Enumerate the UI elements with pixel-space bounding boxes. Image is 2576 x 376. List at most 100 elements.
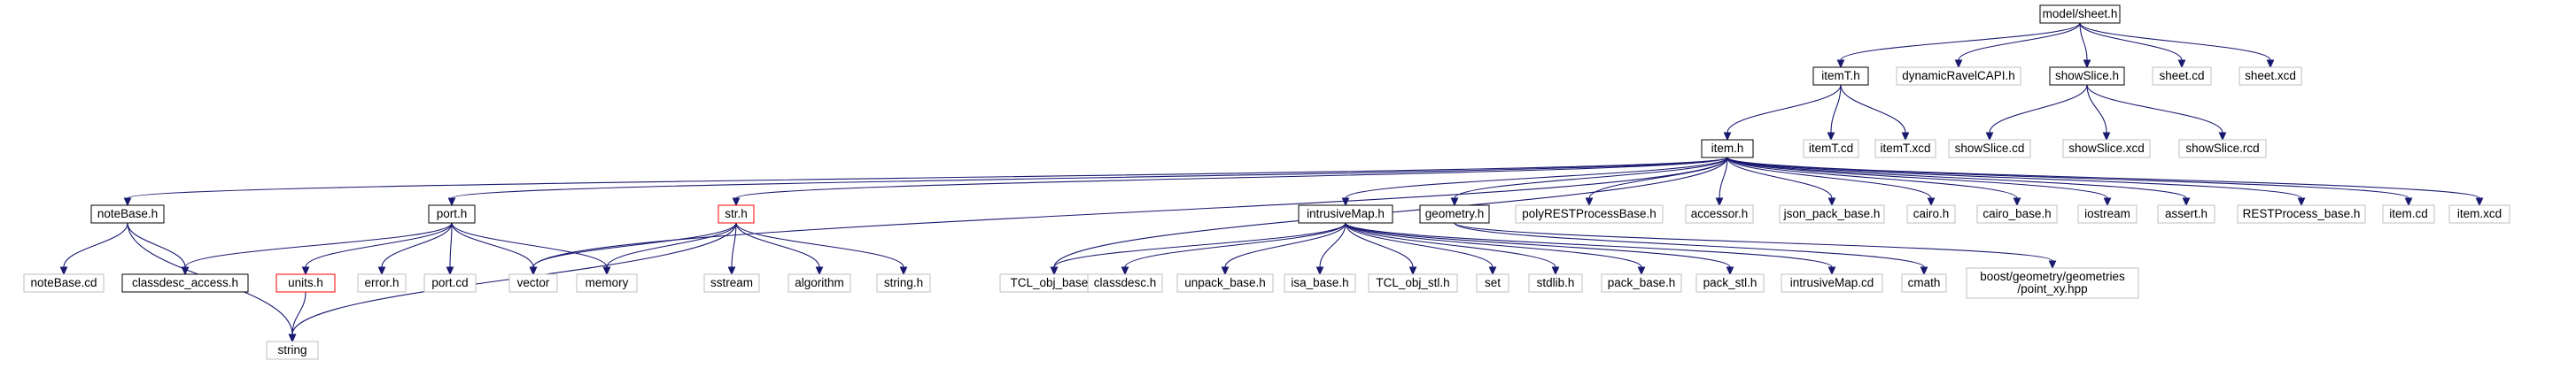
node-assert-h[interactable]: assert.h: [2157, 204, 2215, 224]
node-sheet-cd[interactable]: sheet.cd: [2152, 66, 2212, 86]
edge-arrowhead: [2297, 197, 2306, 207]
edge-arrowhead: [2103, 197, 2112, 207]
node-box: [1901, 273, 1947, 293]
node-item-xcd[interactable]: item.xcd: [2448, 204, 2510, 224]
node-noteBase-cd[interactable]: noteBase.cd: [23, 273, 105, 293]
edge-arrowhead: [2177, 59, 2186, 69]
node-intrusiveMap-h[interactable]: intrusiveMap.h: [1298, 204, 1393, 224]
node-classdesc-h[interactable]: classdesc.h: [1087, 273, 1163, 293]
node-accessor-h[interactable]: accessor.h: [1685, 204, 1754, 224]
node-boost-point-xy-hpp[interactable]: boost/geometry/geometries/point_xy.hpp: [1966, 267, 2139, 299]
node-error-h[interactable]: error.h: [357, 273, 407, 293]
edge-intrusiveMap_h-to-classdesc_h: [1121, 222, 1346, 276]
edge-showSlice_h-to-showSlice_rcd: [2086, 84, 2227, 142]
edge-arrowhead: [2266, 59, 2275, 69]
node-json-pack-base-h[interactable]: json_pack_base.h: [1779, 204, 1885, 224]
node-vector[interactable]: vector: [508, 273, 558, 293]
edge-line: [532, 222, 737, 268]
node-pack-stl-h[interactable]: pack_stl.h: [1695, 273, 1765, 293]
edge-arrowhead: [181, 266, 190, 276]
node-box: [423, 273, 477, 293]
node-label: showSlice.xcd: [2068, 142, 2145, 155]
edge-line: [1726, 84, 1842, 134]
node-intrusiveMap-cd[interactable]: intrusiveMap.cd: [1781, 273, 1883, 293]
edge-line: [1958, 22, 2081, 61]
node-cmath[interactable]: cmath: [1901, 273, 1947, 293]
node-model-sheet-h[interactable]: model/sheet.h: [2039, 4, 2121, 24]
edge-arrowhead: [529, 266, 538, 276]
node-port-cd[interactable]: port.cd: [423, 273, 477, 293]
node-port-h[interactable]: port.h: [428, 204, 476, 224]
node-iostream[interactable]: iostream: [2077, 204, 2138, 224]
edge-line: [1726, 157, 2108, 199]
node-item-cd[interactable]: item.cd: [2382, 204, 2435, 224]
node-classdesc-access-h[interactable]: classdesc_access.h: [121, 273, 249, 293]
edge-line: [1454, 222, 1925, 268]
node-itemT-h[interactable]: itemT.h: [1812, 66, 1869, 86]
node-unpack-base-h[interactable]: unpack_base.h: [1176, 273, 1274, 293]
node-sstream[interactable]: sstream: [703, 273, 760, 293]
node-str-h[interactable]: str.h: [718, 204, 755, 224]
node-TCL-obj-base-h[interactable]: TCL_obj_base.h: [999, 273, 1109, 293]
node-pack-base-h[interactable]: pack_base.h: [1601, 273, 1682, 293]
node-label: RESTProcess_base.h: [2243, 207, 2361, 220]
node-memory[interactable]: memory: [576, 273, 638, 293]
node-label: cairo.h: [1913, 207, 1950, 220]
node-showSlice-xcd[interactable]: showSlice.xcd: [2062, 139, 2151, 158]
node-label: showSlice.h: [2055, 69, 2119, 82]
edge-port_h-to-memory: [451, 222, 611, 276]
node-TCL-obj-stl-h[interactable]: TCL_obj_stl.h: [1368, 273, 1458, 293]
node-showSlice-h[interactable]: showSlice.h: [2049, 66, 2125, 86]
edge-port_h-to-port_cd: [446, 222, 454, 276]
node-isa-base-h[interactable]: isa_base.h: [1284, 273, 1356, 293]
edge-line: [1345, 222, 1731, 268]
node-noteBase-h[interactable]: noteBase.h: [90, 204, 165, 224]
node-itemT-xcd[interactable]: itemT.xcd: [1874, 139, 1936, 158]
node-label: sheet.xcd: [2245, 69, 2296, 82]
edge-line: [1345, 222, 1833, 268]
edge-item_h-to-noteBase_h: [123, 157, 1728, 207]
node-label: model/sheet.h: [2043, 7, 2118, 20]
node-sheet-xcd[interactable]: sheet.xcd: [2238, 66, 2302, 86]
node-cairo-h[interactable]: cairo.h: [1906, 204, 1956, 224]
node-cairo-base-h[interactable]: cairo_base.h: [1976, 204, 2058, 224]
edge-model_sheet_h-to-itemT_h: [1836, 22, 2081, 69]
edge-line: [451, 222, 534, 268]
node-string-h[interactable]: string.h: [876, 273, 931, 293]
node-item-h[interactable]: item.h: [1701, 139, 1754, 158]
node-algorithm[interactable]: algorithm: [788, 273, 851, 293]
node-showSlice-rcd[interactable]: showSlice.rcd: [2178, 139, 2267, 158]
edge-intrusiveMap_h-to-stdlib_h: [1345, 222, 1560, 276]
node-geometry-h[interactable]: geometry.h: [1419, 204, 1490, 224]
edge-line: [1124, 222, 1346, 268]
edge-arrowhead: [1408, 266, 1417, 276]
node-dynamicRavelCAPI-h[interactable]: dynamicRavelCAPI.h: [1896, 66, 2021, 86]
edge-line: [2079, 22, 2183, 61]
node-showSlice-cd[interactable]: showSlice.cd: [1948, 139, 2031, 158]
edge-port_h-to-error_h: [377, 222, 453, 276]
node-polyRESTProcessBase-h[interactable]: polyRESTProcessBase.h: [1515, 204, 1664, 224]
edge-showSlice_h-to-showSlice_cd: [1985, 84, 2088, 142]
edge-arrowhead: [732, 197, 741, 207]
edge-arrowhead: [2218, 132, 2227, 142]
node-box: [2157, 204, 2215, 224]
edge-intrusiveMap_h-to-intrusiveMap_cd: [1345, 222, 1836, 276]
node-set[interactable]: set: [1476, 273, 1509, 293]
node-itemT-cd[interactable]: itemT.cd: [1803, 139, 1859, 158]
node-RESTProcess-base-h[interactable]: RESTProcess_base.h: [2237, 204, 2366, 224]
edge-geometry_h-to-boost_point_xy_hpp: [1454, 222, 2057, 270]
edge-geometry_h-to-cmath: [1454, 222, 1928, 276]
node-box: [1701, 139, 1754, 158]
node-string[interactable]: string: [266, 341, 319, 360]
edge-arrowhead: [446, 266, 454, 276]
node-stdlib-h[interactable]: stdlib.h: [1528, 273, 1583, 293]
edge-showSlice_h-to-showSlice_xcd: [2086, 84, 2111, 142]
node-label: string: [277, 343, 306, 357]
edge-intrusiveMap_h-to-pack_base_h: [1345, 222, 1646, 276]
node-units-h[interactable]: units.h: [275, 273, 336, 293]
edge-line: [184, 222, 453, 268]
node-label: set: [1485, 276, 1501, 289]
edge-noteBase_h-to-noteBase_cd: [59, 222, 128, 276]
edge-arrowhead: [1585, 197, 1594, 207]
